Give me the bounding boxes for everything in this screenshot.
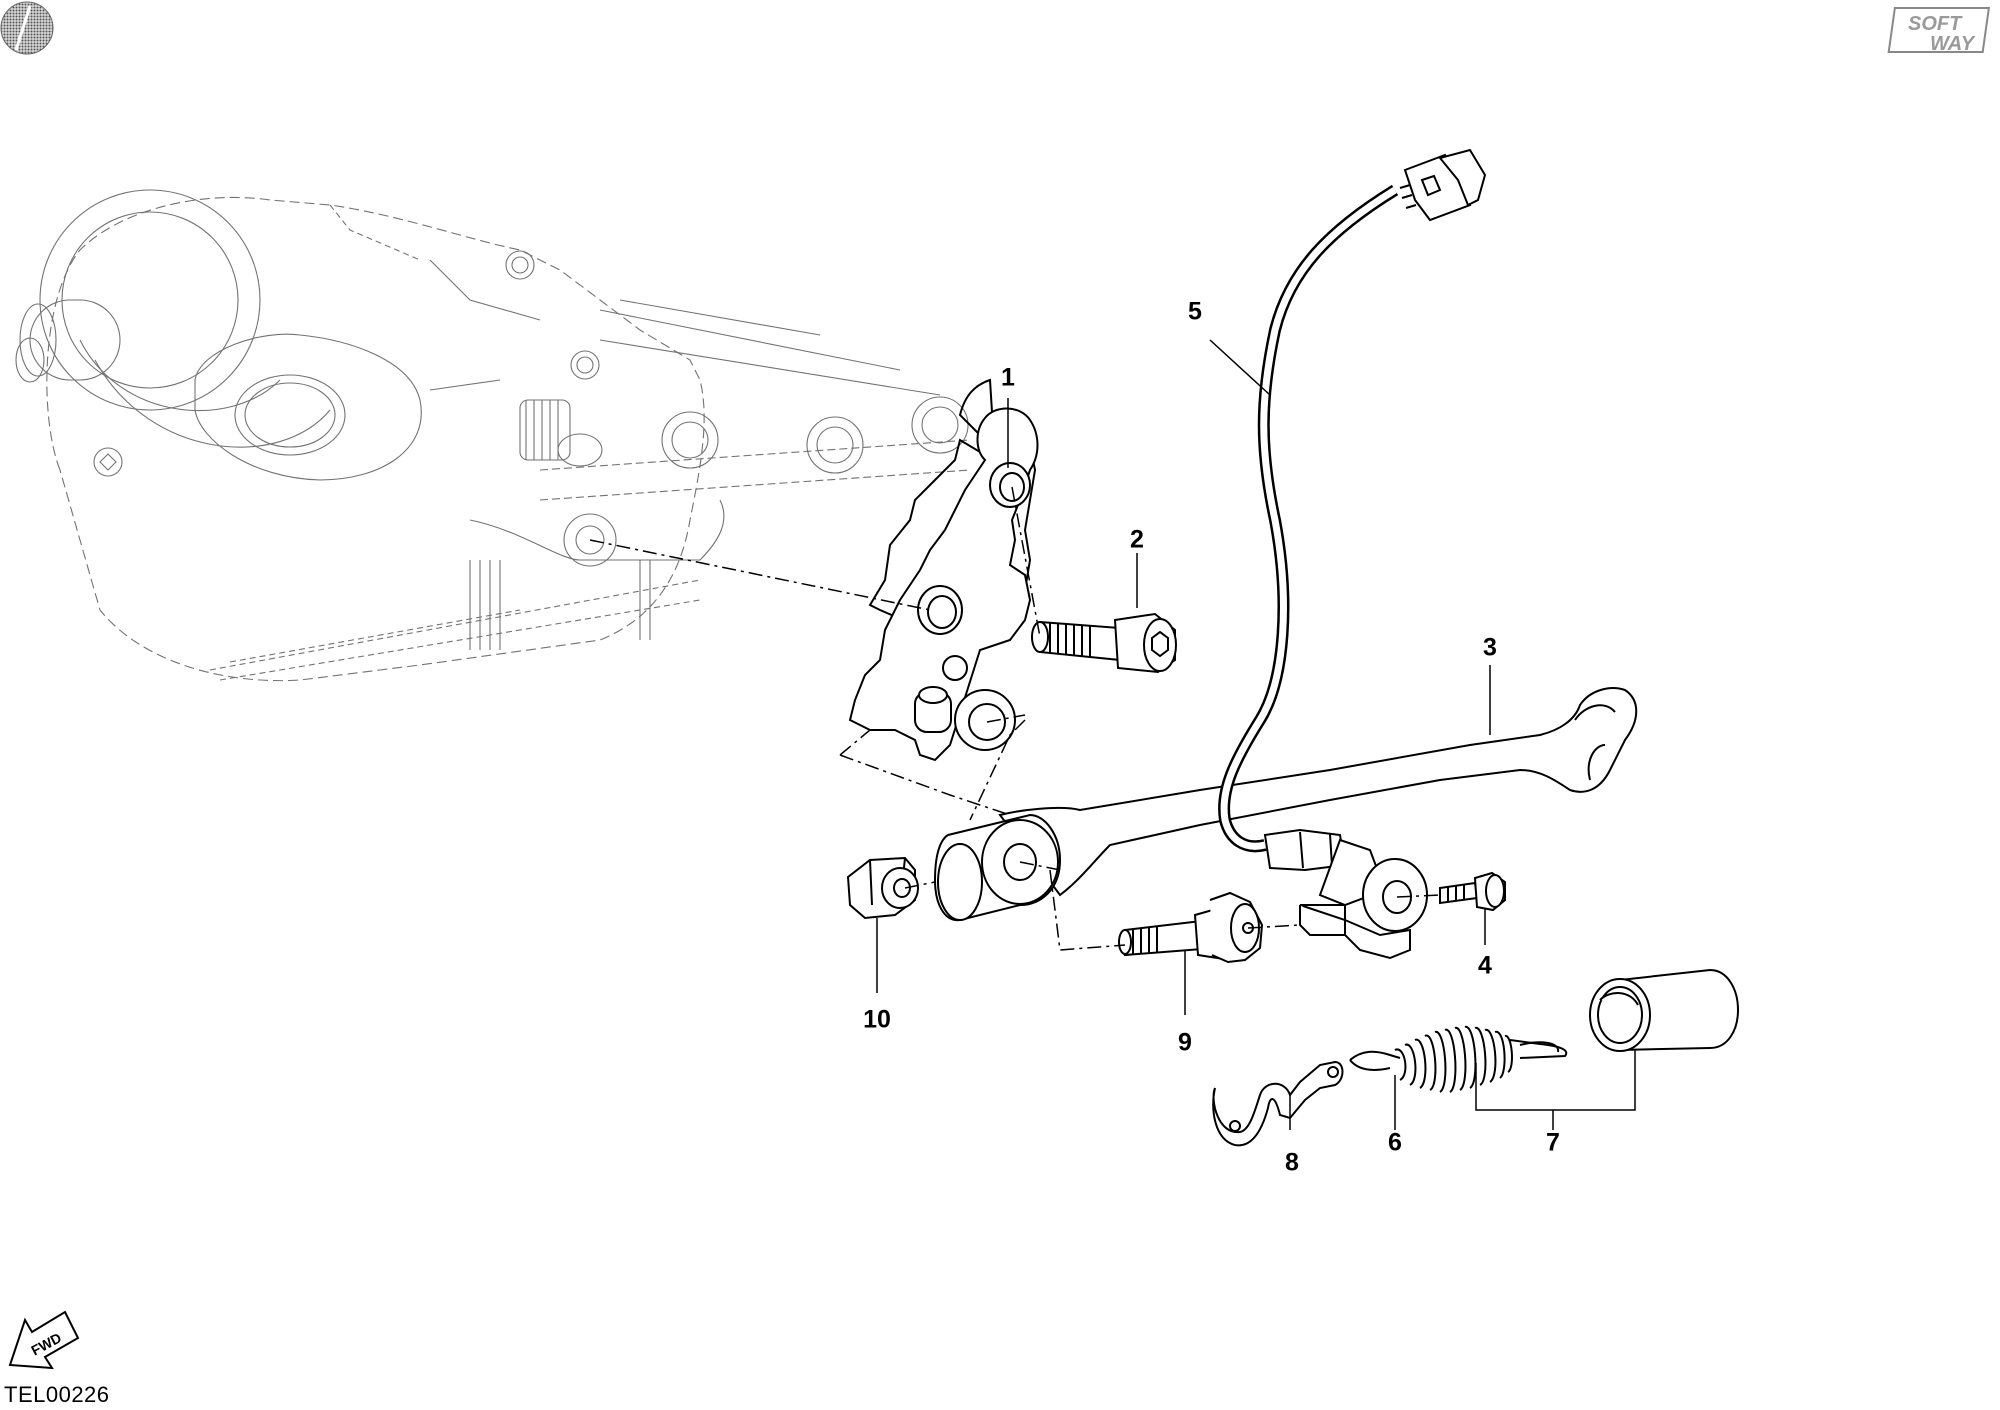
callout-2: 2 [1130,525,1144,554]
part-1-mounting-plate [848,378,1039,762]
callout-4: 4 [1478,951,1492,980]
callout-9: 9 [1178,1028,1192,1057]
part-9-pivot-bolt [1118,891,1264,964]
leader-lines [876,339,1636,1130]
part-7-sleeve [1589,968,1740,1052]
callout-5: 5 [1188,297,1202,326]
drawing-code: TEL00226 [4,1382,110,1407]
callout-7: 7 [1546,1128,1560,1157]
part-10-nut [846,856,919,920]
part-6-spring [1349,1026,1568,1093]
callout-3: 3 [1483,633,1497,662]
part-8-clip [1212,1060,1344,1147]
softway-logo-icon: SOFT WAY [1887,7,1991,55]
fwd-arrow-icon: FWD [8,1310,80,1370]
svg-text:SOFT: SOFT [1908,13,1963,35]
engine-crankcase [15,189,971,682]
callout-1: 1 [1001,363,1015,392]
part-2-bolt [1031,612,1177,674]
callout-8: 8 [1285,1148,1299,1177]
callout-10: 10 [863,1005,891,1034]
assembly-centerlines [589,486,1441,951]
svg-text:WAY: WAY [1930,33,1976,55]
part-5-switch-harness [1218,148,1487,960]
part-3-side-stand [933,687,1638,922]
callout-6: 6 [1388,1128,1402,1157]
part-4-screw [1439,871,1506,912]
logo-disc-icon [0,1,54,55]
